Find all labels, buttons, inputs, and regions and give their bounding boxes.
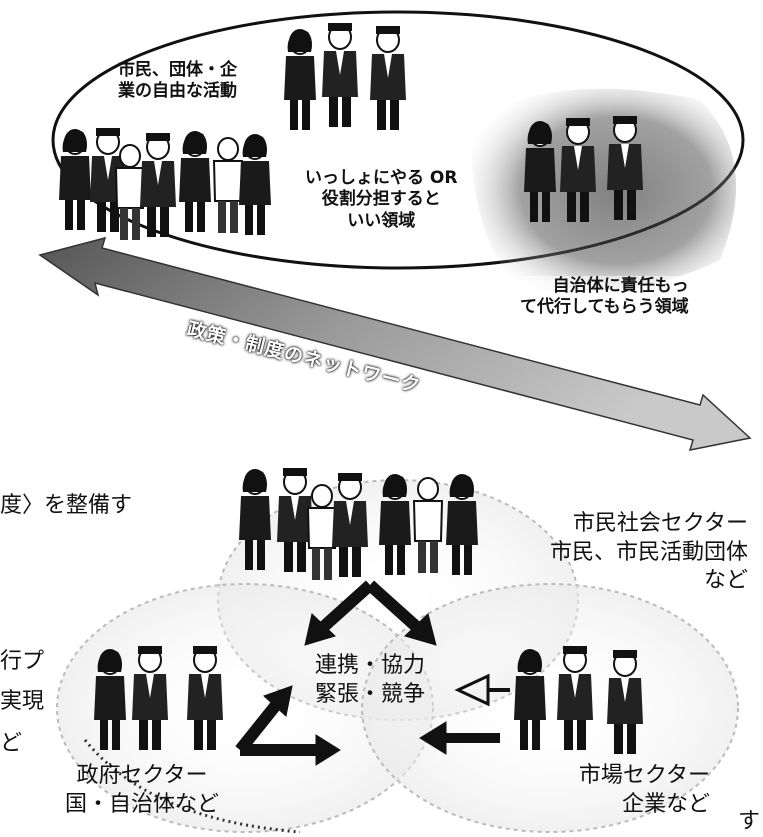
civil-sector-members: 市民、市民活動団体 <box>549 539 748 565</box>
label-delegate: 自治体に責任もっ て代行してもらう領域 <box>520 276 689 319</box>
center-relations-line2: 緊張・競争 <box>314 681 425 707</box>
activity-oval <box>51 10 745 270</box>
gov-sector-members: 国・自治体など <box>64 791 219 817</box>
label-free-line1: 市民、団体・企 <box>118 60 237 80</box>
policy-network-arrow <box>38 236 752 451</box>
arrowhead-civil-to-market <box>404 613 437 646</box>
arrowhead-civil-to-gov <box>304 613 336 646</box>
label-free-line2: 業の自由な活動 <box>118 81 237 102</box>
arrow-civil-to-gov <box>315 580 375 635</box>
market-sector-title: 市場セクター <box>578 763 710 788</box>
market-sector-members: 企業など <box>621 791 710 817</box>
label-together-line3: いい領域 <box>347 210 416 231</box>
center-relations-line1: 連携・協力 <box>314 653 425 678</box>
label-gov-sector: 政府セクター 国・自治体など <box>42 762 242 819</box>
venn-dotted-accent <box>83 739 301 834</box>
arrow-gov-to-civil <box>235 696 285 754</box>
arrowhead-market-to-gov <box>419 721 447 755</box>
margin-fragment-4: ど <box>0 731 23 756</box>
margin-fragment-1: 度〉を整備す <box>0 493 133 518</box>
label-delegate-line1: 自治体に責任もっ <box>552 276 689 296</box>
label-civil-sector: 市民社会セクター 市民、市民活動団体 など <box>508 510 748 596</box>
venn-circle-market <box>361 583 739 833</box>
gov-sector-title: 政府セクター <box>76 763 208 788</box>
arrow-civil-to-market <box>365 580 425 635</box>
arrowhead-gov-to-market <box>315 734 341 766</box>
label-market-sector: 市場セクター 企業など <box>560 762 710 819</box>
civil-sector-title: 市民社会セクター <box>572 511 748 536</box>
label-delegate-line2: て代行してもらう領域 <box>520 297 689 318</box>
interaction-arrows <box>235 580 510 766</box>
people-group-left <box>58 127 272 241</box>
civil-sector-etc: など <box>703 568 748 594</box>
margin-fragment-2: 行プ <box>0 649 45 674</box>
label-center-relations: 連携・協力 緊張・競争 <box>305 652 435 709</box>
arrowhead-gov-to-civil <box>263 685 293 717</box>
margin-fragment-3: 実現 <box>0 689 45 714</box>
label-together: いっしょにやる OR 役割分担すると いい領域 <box>305 168 457 232</box>
people-group-top <box>283 22 407 131</box>
label-together-line2: 役割分担すると <box>321 189 441 210</box>
delegate-region-shading <box>470 88 736 292</box>
label-together-line1: いっしょにやる OR <box>305 168 458 188</box>
margin-fragment-5: す <box>738 809 761 834</box>
label-free-activity: 市民、団体・企 業の自由な活動 <box>118 60 237 103</box>
